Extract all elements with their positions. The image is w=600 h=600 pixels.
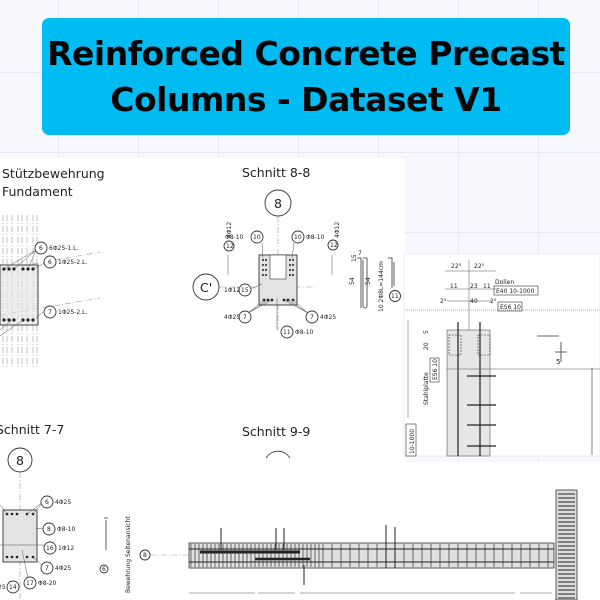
hook-label: 10 2Φ8L=144cm: [378, 261, 385, 312]
section-marker: 8: [16, 453, 24, 468]
callout-label: 1Φ25-2.L.: [58, 259, 87, 266]
side-view-label: Bewehrung Seitenansicht: [125, 516, 132, 593]
dimension: 20: [423, 342, 430, 350]
section-marker: 8: [143, 552, 147, 559]
callout-number: 14: [9, 584, 17, 591]
es-box: ES6 10: [500, 304, 521, 311]
callout-number: 10: [294, 234, 302, 241]
stirrup-box: 10-1000: [409, 429, 416, 454]
dimension: 11: [483, 283, 491, 290]
section-title: Schnitt 7-7: [0, 422, 64, 437]
callout-label: Φ8-10: [306, 234, 325, 241]
callout-label: 1Φ12: [224, 287, 240, 294]
callout-number: 11: [391, 293, 399, 300]
section-7-7: Schnitt 7-7 8 6 4Φ25 8 Φ8-10 16 1Φ12 7 4…: [0, 422, 76, 600]
callout-number: 6: [102, 566, 106, 573]
callout-number: 8: [47, 526, 51, 533]
plate-box: ES6 10: [432, 359, 439, 380]
dimension: 2⁵: [440, 298, 447, 305]
callout-label: 1Φ12: [58, 545, 74, 552]
plate-label: Stahlplatte: [423, 372, 430, 405]
callout-number: 7: [45, 565, 49, 572]
dimension: 23: [470, 283, 478, 290]
callout-label: 4Φ25: [55, 499, 71, 506]
callout-label: 4Φ12: [334, 222, 341, 238]
section-marker: 8: [274, 196, 282, 211]
callout-number: 10: [253, 234, 261, 241]
beam-stirrups: [190, 544, 549, 567]
callout-number: 12: [330, 242, 338, 249]
callout-label: Φ8-20: [38, 580, 57, 587]
dollen-box: E40 10-1000: [496, 288, 535, 295]
callout-label: Φ8-10: [295, 329, 314, 336]
dimension: 22⁵: [451, 263, 462, 270]
title-banner: Reinforced Concrete Precast Columns - Da…: [42, 18, 570, 135]
dimension: 2⁵: [490, 298, 497, 305]
level-marker: 5: [556, 358, 560, 366]
section-title: Schnitt 8-8: [242, 165, 310, 180]
callout-number: 6: [39, 245, 43, 252]
detail-marker: C': [200, 280, 212, 295]
hook-dim: 54: [349, 277, 356, 285]
callout-number: 12: [226, 243, 234, 250]
sheet-subtitle: Fundament: [2, 184, 73, 199]
section-title: Schnitt 9-9: [242, 424, 310, 439]
callout-number: 11: [283, 329, 291, 336]
dimension: 11: [450, 283, 458, 290]
column-stirrups: [558, 493, 575, 599]
callout-number: 6: [48, 259, 52, 266]
fundament-section: 6 6Φ25-1.L. 6 1Φ25-2.L. 7 1Φ25-2.L.: [0, 215, 101, 368]
sheet-column-elevation: 22⁵ 22⁵ 11 23 11 2⁵ 40 2⁵ Dollen E40 10-…: [403, 253, 600, 457]
callout-label: 1Φ25-2.L.: [58, 309, 87, 316]
callout-label: Φ8-10: [225, 234, 244, 241]
callout-number: 7: [243, 314, 247, 321]
dimension: 5: [423, 330, 430, 334]
callout-label: 25: [0, 584, 6, 591]
callout-label: 4Φ25: [224, 314, 240, 321]
callout-label: 4Φ12: [226, 222, 233, 238]
sheet-beam-elevation: Bewehrung Seitenansicht 6 8: [99, 462, 600, 600]
sheet-title: Stützbewehrung: [2, 166, 105, 181]
callout-label: Φ8-10: [57, 526, 76, 533]
hook-dim: 7: [358, 250, 362, 257]
dollen-label: Dollen: [495, 279, 514, 286]
dimension: 22⁵: [474, 263, 485, 270]
callout-label: 4Φ25: [320, 314, 336, 321]
hook-dim: 15: [351, 254, 358, 262]
callout-number: 7: [310, 314, 314, 321]
title-line-2: Columns - Dataset V1: [110, 79, 502, 119]
callout-label: 4Φ25: [55, 565, 71, 572]
callout-number: 15: [241, 287, 249, 294]
section-9-9: Schnitt 9-9: [242, 424, 310, 459]
callout-number: 16: [46, 545, 54, 552]
callout-number: 7: [48, 309, 52, 316]
callout-number: 6: [45, 499, 49, 506]
section-8-8: Schnitt 8-8 8 10 Φ8-10 10 Φ8-10: [192, 165, 401, 339]
callout-label: 6Φ25-1.L.: [49, 245, 78, 252]
dimension: 40: [470, 298, 478, 305]
hook-dim: 54: [365, 277, 372, 285]
title-line-1: Reinforced Concrete Precast: [47, 33, 565, 73]
callout-number: 17: [26, 580, 34, 587]
